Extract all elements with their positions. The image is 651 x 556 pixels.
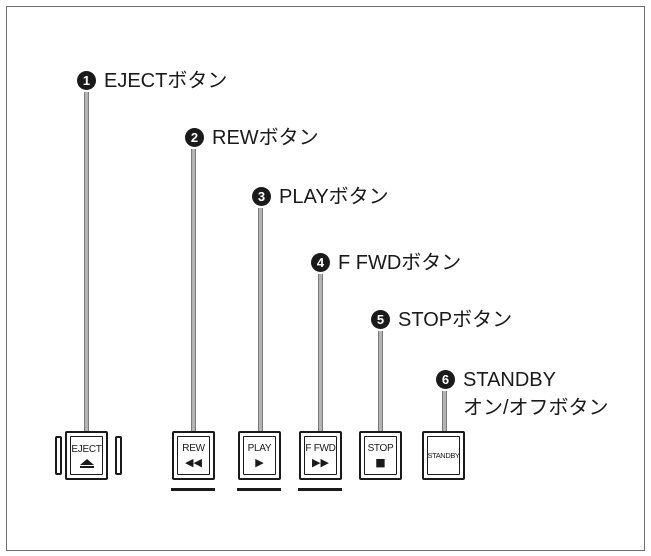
callout-label-ffwd: F FWDボタン xyxy=(338,252,462,274)
callout-standby: 6 STANDBY オン/オフボタン xyxy=(436,366,609,422)
play-underline xyxy=(237,488,281,491)
rew-button-face: REW ◀◀ xyxy=(177,436,210,475)
play-button[interactable]: PLAY ▶ xyxy=(238,431,281,480)
stop-button-face: STOP ■ xyxy=(364,436,397,475)
stop-icon: ■ xyxy=(375,455,386,469)
eject-button-face: EJECT xyxy=(70,436,103,475)
callout-number-6: 6 xyxy=(436,370,455,389)
stop-button[interactable]: STOP ■ xyxy=(359,431,402,480)
play-button-label: PLAY xyxy=(247,442,272,454)
rew-button[interactable]: REW ◀◀ xyxy=(172,431,215,480)
callout-number-4: 4 xyxy=(311,253,330,272)
callout-number-2: 2 xyxy=(185,128,204,147)
leader-line-standby xyxy=(442,391,447,456)
ffwd-button[interactable]: F FWD ▶▶ xyxy=(299,431,342,480)
leader-line-play xyxy=(258,208,263,456)
callout-label-play: PLAYボタン xyxy=(279,186,389,208)
eject-left-bracket xyxy=(55,436,62,475)
callout-label-standby: STANDBY オン/オフボタン xyxy=(463,369,609,419)
callout-eject: 1 EJECTボタン xyxy=(77,67,227,95)
standby-button[interactable]: STANDBY xyxy=(422,431,465,480)
play-icon: ▶ xyxy=(255,455,264,469)
rew-button-label: REW xyxy=(182,442,205,454)
stop-button-label: STOP xyxy=(367,442,394,454)
callout-ffwd: 4 F FWDボタン xyxy=(311,249,461,277)
callout-label-eject: EJECTボタン xyxy=(104,70,228,92)
callout-number-5: 5 xyxy=(371,310,390,329)
callout-label-rew: REWボタン xyxy=(212,127,319,149)
callout-play: 3 PLAYボタン xyxy=(252,183,389,211)
eject-icon xyxy=(79,458,94,468)
ffwd-underline xyxy=(298,488,342,491)
callout-label-stop: STOPボタン xyxy=(398,309,513,331)
ffwd-button-label: F FWD xyxy=(305,442,336,454)
standby-button-label: STANDBY xyxy=(427,450,460,460)
callout-number-3: 3 xyxy=(252,187,271,206)
leader-line-stop xyxy=(378,331,383,456)
callout-rew: 2 REWボタン xyxy=(185,124,319,152)
leader-line-ffwd xyxy=(318,274,323,456)
leader-line-rew xyxy=(191,149,196,456)
fast-forward-icon: ▶▶ xyxy=(312,455,329,469)
callout-stop: 5 STOPボタン xyxy=(371,306,512,334)
play-button-face: PLAY ▶ xyxy=(243,436,276,475)
standby-button-face: STANDBY xyxy=(427,436,460,475)
eject-button-label: EJECT xyxy=(71,443,102,455)
eject-right-bracket xyxy=(115,436,122,475)
rew-underline xyxy=(171,488,215,491)
rewind-icon: ◀◀ xyxy=(185,455,202,469)
ffwd-button-face: F FWD ▶▶ xyxy=(304,436,337,475)
callout-number-1: 1 xyxy=(77,71,96,90)
leader-line-eject xyxy=(84,92,89,456)
eject-button[interactable]: EJECT xyxy=(65,431,108,480)
